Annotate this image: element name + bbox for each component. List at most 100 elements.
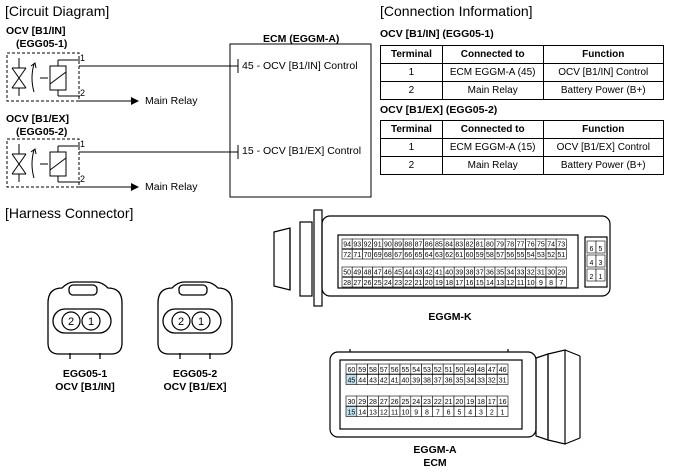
ocv-in-relay: Main Relay: [145, 95, 198, 107]
eggm-k-pin-number: 52: [547, 252, 555, 259]
eggm-a-pin-number: 21: [445, 399, 453, 406]
eggm-k-pin-number: 14: [486, 280, 494, 287]
eggm-k-pin-number: 83: [455, 241, 463, 248]
ocv-ex-relay: Main Relay: [145, 181, 198, 193]
eggm-a-pin-number: 24: [412, 399, 420, 406]
eggm-a-pin-number: 6: [447, 409, 451, 416]
eggm-a-pin-number: 22: [434, 399, 442, 406]
wiring: [79, 59, 239, 191]
ocv-in-symbol: [6, 52, 80, 102]
eggm-k-pin-number: 73: [557, 241, 565, 248]
eggm-k-pin-number: 57: [496, 252, 504, 259]
connection-info-heading: [Connection Information]: [380, 3, 533, 19]
egg05-1-pin-1: 1: [88, 316, 94, 328]
eggm-a-pin-number: 15: [348, 409, 356, 416]
eggm-k-pin-number: 35: [496, 269, 504, 276]
ocv-in-name: OCV [B1/IN]: [6, 25, 66, 37]
eggm-k-pin-number: 27: [353, 280, 361, 287]
eggm-k-pin-number: 64: [425, 252, 433, 259]
eggm-k-connector: [273, 209, 611, 307]
eggm-k-pin-number: 67: [394, 252, 402, 259]
eggm-a-pin-number: 44: [358, 377, 366, 384]
egg05-1-label: EGG05-1: [62, 368, 108, 380]
eggm-k-side-pin-number: 1: [599, 274, 603, 281]
eggm-k-pin-number: 81: [476, 241, 484, 248]
eggm-k-pin-number: 23: [394, 280, 402, 287]
eggm-a-connector: [329, 349, 581, 445]
eggm-a-pin-number: 8: [425, 409, 429, 416]
eggm-a-pin-number: 18: [477, 399, 485, 406]
eggm-k-pin-number: 17: [455, 280, 463, 287]
eggm-k-side-pin-number: 2: [590, 274, 594, 281]
eggm-a-pin-number: 13: [369, 409, 377, 416]
eggm-a-pin-number: 40: [402, 377, 410, 384]
eggm-a-pin-number: 10: [402, 409, 410, 416]
eggm-a-pin-number: 28: [369, 399, 377, 406]
eggm-a-pin-number: 51: [445, 367, 453, 374]
eggm-k-pin-number: 75: [537, 241, 545, 248]
eggm-k-side-pin-cell: [595, 254, 606, 268]
ocv-in-code: (EGG05-1): [16, 38, 68, 50]
eggm-a-pin-cell: [496, 406, 509, 417]
eggm-k-pin-number: 78: [506, 241, 514, 248]
table-ex-title: OCV [B1/EX] (EGG05-2): [380, 104, 498, 116]
eggm-k-pin-number: 13: [496, 280, 504, 287]
eggm-k-pin-number: 55: [517, 252, 525, 259]
eggm-k-pin-number: 77: [517, 241, 525, 248]
eggm-k-pin-number: 9: [539, 280, 543, 287]
eggm-k-pin-number: 24: [384, 280, 392, 287]
eggm-k-pin-number: 31: [537, 269, 545, 276]
table-row: 1 ECM EGGM-A (15) OCV [B1/EX] Control: [380, 138, 665, 157]
eggm-k-pin-number: 26: [364, 280, 372, 287]
eggm-k-pin-number: 94: [343, 241, 351, 248]
egg05-1-pin-2: 2: [68, 316, 74, 328]
egg05-1-pins: [61, 311, 101, 331]
eggm-a-pin-number: 47: [488, 367, 496, 374]
eggm-k-pin-number: 39: [455, 269, 463, 276]
eggm-k-pin-number: 7: [559, 280, 563, 287]
eggm-k-pin-number: 40: [445, 269, 453, 276]
eggm-k-pin-number: 76: [527, 241, 535, 248]
eggm-k-pin-number: 11: [517, 280, 524, 287]
eggm-a-pin-number: 58: [369, 367, 377, 374]
eggm-a-pin-number: 20: [456, 399, 464, 406]
eggm-k-pin-number: 87: [415, 241, 423, 248]
eggm-k-pin-number: 79: [496, 241, 504, 248]
eggm-a-pin-number: 14: [358, 409, 366, 416]
eggm-k-pin-number: 21: [415, 280, 423, 287]
eggm-a-pin-number: 29: [358, 399, 366, 406]
eggm-k-label: EGGM-K: [428, 311, 472, 323]
eggm-k-pin-number: 32: [527, 269, 535, 276]
eggm-a-pin-number: 1: [501, 409, 505, 416]
eggm-k-pin-number: 43: [415, 269, 423, 276]
ocv-ex-code: (EGG05-2): [16, 126, 68, 138]
eggm-k-pin-number: 44: [404, 269, 412, 276]
eggm-k-pin-number: 89: [394, 241, 402, 248]
cell-terminal: 2: [380, 81, 443, 100]
eggm-a-pin-number: 42: [380, 377, 388, 384]
eggm-k-pin-number: 50: [343, 269, 351, 276]
eggm-k-pin-number: 58: [486, 252, 494, 259]
eggm-a-pin-number: 17: [488, 399, 496, 406]
ecm-title: ECM (EGGM-A): [263, 33, 340, 45]
eggm-k-pin-number: 38: [466, 269, 474, 276]
eggm-a-pin-number: 41: [391, 377, 399, 384]
eggm-a-pin-number: 23: [423, 399, 431, 406]
ecm-pin-in: 45 - OCV [B1/IN] Control: [242, 60, 358, 72]
eggm-a-pin-cell: [496, 374, 509, 385]
eggm-a-pin-number: 12: [380, 409, 388, 416]
cell-function: Battery Power (B+): [542, 81, 665, 100]
eggm-k-side-pin-number: 5: [599, 246, 603, 253]
eggm-k-pin-number: 16: [466, 280, 474, 287]
eggm-a-pin-number: 55: [402, 367, 410, 374]
eggm-k-pin-number: 22: [404, 280, 412, 287]
eggm-a-pin-number: 19: [466, 399, 474, 406]
eggm-k-pin-number: 47: [374, 269, 382, 276]
eggm-k-pin-number: 36: [486, 269, 494, 276]
ecm-pin-ex: 15 - OCV [B1/EX] Control: [242, 145, 362, 157]
eggm-k-pin-cell: [555, 238, 567, 249]
eggm-a-pin-number: 48: [477, 367, 485, 374]
egg05-2-connector: [157, 281, 233, 359]
eggm-k-pin-number: 8: [549, 280, 553, 287]
